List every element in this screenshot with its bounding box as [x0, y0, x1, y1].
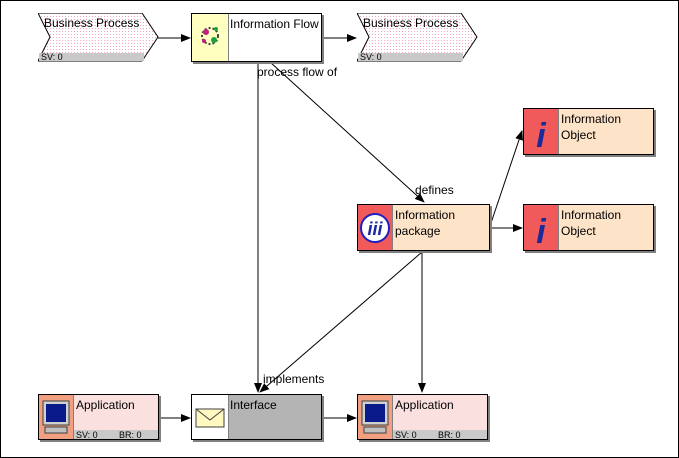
information-object-node-bottom[interactable]: i Information Object: [523, 204, 654, 251]
application-title: Application: [395, 398, 454, 412]
information-flow-title: Information Flow: [230, 17, 319, 31]
edge-implements[interactable]: [259, 251, 423, 393]
edge-label-process-flow-of: process flow of: [257, 65, 338, 79]
edge-label-implements: implements: [263, 372, 325, 386]
business-process-title: Business Process: [44, 16, 140, 30]
package-label-line2: package: [395, 224, 441, 238]
interface-title: Interface: [230, 398, 277, 412]
business-process-node-right[interactable]: Business Process SV: 0: [357, 13, 478, 62]
computer-monitor-icon: [358, 395, 393, 439]
sv-count: SV: 0: [76, 430, 98, 440]
sv-count: SV: 0: [41, 52, 63, 62]
edge-label-defines: defines: [415, 183, 454, 197]
business-process-title: Business Process: [363, 16, 459, 30]
information-package-node[interactable]: iii Information package: [357, 204, 490, 251]
information-object-node-top[interactable]: i Information Object: [523, 108, 654, 155]
br-count: BR: 0: [119, 430, 142, 440]
br-count: BR: 0: [438, 430, 461, 440]
information-i-icon: i: [524, 205, 559, 251]
envelope-icon: [192, 395, 229, 439]
application-title: Application: [76, 398, 135, 412]
application-footer: SV: 0 BR: 0: [393, 430, 487, 440]
gear-network-icon: [201, 27, 219, 45]
information-flow-icon: [192, 14, 229, 61]
object-label-line2: Object: [561, 224, 596, 238]
object-label-line2: Object: [561, 128, 596, 142]
information-i-icon: i: [524, 109, 559, 155]
application-footer: SV: 0 BR: 0: [74, 430, 158, 440]
computer-monitor-icon: [39, 395, 74, 439]
information-package-icon: iii: [358, 205, 393, 250]
business-process-node-left[interactable]: Business Process SV: 0: [38, 13, 159, 62]
package-label-line1: Information: [395, 208, 456, 222]
svg-text:i: i: [536, 117, 547, 154]
edge-defines[interactable]: [269, 61, 425, 203]
object-label-line1: Information: [561, 208, 622, 222]
business-process-shape: [357, 13, 478, 62]
sv-count: SV: 0: [395, 430, 417, 440]
edge-package-to-object-top[interactable]: [489, 130, 523, 227]
svg-text:iii: iii: [367, 219, 383, 239]
application-node-left[interactable]: Application SV: 0 BR: 0: [38, 394, 159, 440]
interface-node[interactable]: Interface: [191, 394, 322, 440]
svg-text:i: i: [536, 213, 547, 250]
information-flow-node[interactable]: Information Flow: [191, 13, 322, 62]
sv-count: SV: 0: [360, 52, 382, 62]
business-process-shape: [38, 13, 159, 62]
object-label-line1: Information: [561, 112, 622, 126]
application-node-right[interactable]: Application SV: 0 BR: 0: [357, 394, 488, 440]
